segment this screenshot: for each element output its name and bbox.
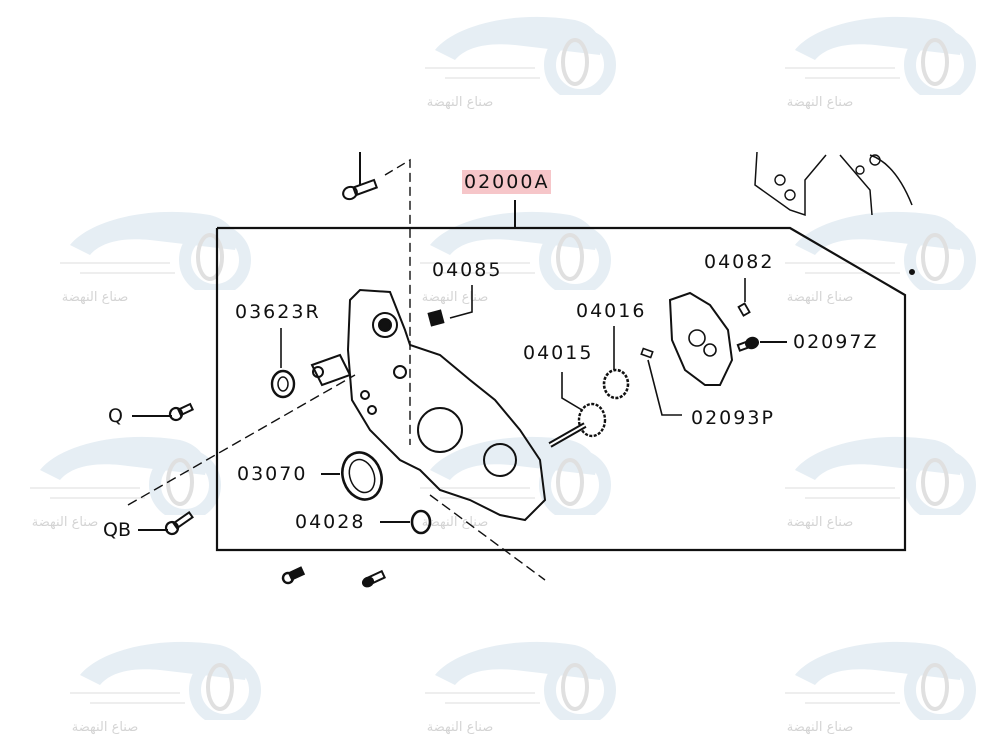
car-gear-logo-icon (420, 211, 611, 296)
large-seal-icon (341, 451, 383, 501)
part-label-QB[interactable]: QB (103, 519, 131, 541)
oil-pump-housing (310, 288, 547, 522)
watermark-logo: صناع النهضة (390, 420, 620, 530)
watermark-text: صناع النهضة (786, 95, 854, 110)
part-label-04015[interactable]: 04015 (523, 342, 594, 364)
watermark-logo: صناع النهضة (395, 0, 625, 110)
driven-gear-icon (602, 368, 630, 400)
bolt-q-icon (168, 402, 195, 422)
watermark-text: صناع النهضة (426, 95, 494, 110)
watermark-logo: صناع النهضة (755, 0, 985, 110)
bolt-02097z-icon (736, 336, 759, 352)
watermark-text: صناع النهضة (71, 720, 139, 735)
assembly-label[interactable]: 02000A (462, 170, 552, 194)
watermark-text: صناع النهضة (786, 290, 854, 305)
assembly-frame (215, 226, 907, 552)
pin-icon (640, 347, 654, 359)
part-label-03623R[interactable]: 03623R (235, 301, 321, 323)
watermark-logo: صناع النهضة (755, 195, 985, 305)
watermark-text: صناع النهضة (426, 720, 494, 735)
assembly-label-highlight[interactable]: 02000A (462, 170, 552, 194)
watermark-text: صناع النهضة (786, 720, 854, 735)
car-gear-logo-icon (420, 436, 611, 521)
part-label-02093P[interactable]: 02093P (691, 407, 775, 429)
bolt-qb-icon (164, 510, 194, 536)
pump-cover-icon (668, 291, 734, 386)
part-label-Q[interactable]: Q (108, 405, 125, 427)
seal-icon (270, 369, 296, 399)
watermark-text: صناع النهضة (786, 515, 854, 530)
watermark-logo: صناع النهضة (40, 625, 270, 735)
watermark-logo: صناع النهضة (395, 625, 625, 735)
part-label-04085[interactable]: 04085 (432, 259, 503, 281)
drive-gear-shaft-icon (548, 402, 607, 448)
bottom-bolt-2-icon (361, 569, 387, 588)
plug-icon (427, 309, 445, 327)
bolt-icon (342, 178, 379, 201)
bottom-bolt-1-icon (281, 566, 306, 585)
small-seal-icon (410, 509, 432, 535)
watermark-text: صناع النهضة (31, 515, 99, 530)
watermark-text: صناع النهضة (61, 290, 129, 305)
watermark-logo: صناع النهضة (30, 195, 260, 305)
screw-icon (737, 302, 751, 317)
part-label-03070[interactable]: 03070 (237, 463, 308, 485)
gasket-fragment (754, 151, 913, 217)
part-label-04016[interactable]: 04016 (576, 300, 647, 322)
watermark-logo: صناع النهضة (755, 420, 985, 530)
part-label-04082[interactable]: 04082 (704, 251, 775, 273)
part-label-02097Z[interactable]: 02097Z (793, 331, 879, 353)
watermark-logo: صناع النهضة (755, 625, 985, 735)
part-label-04028[interactable]: 04028 (295, 511, 366, 533)
